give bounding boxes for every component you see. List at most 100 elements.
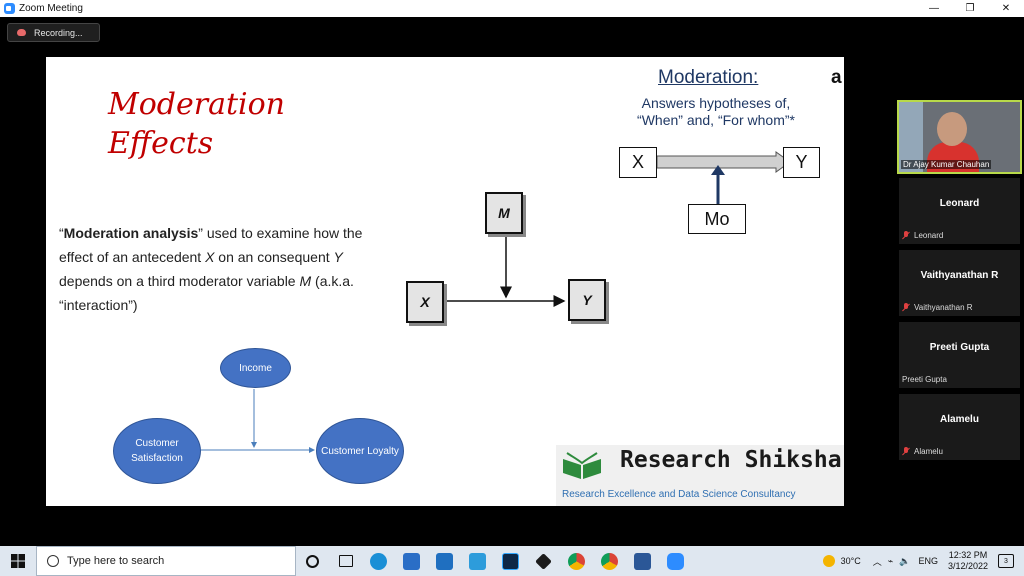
maximize-button[interactable]: ❐	[965, 3, 975, 14]
desc-y: Y	[333, 249, 343, 265]
clock-date: 3/12/2022	[947, 561, 988, 571]
chrome-profile-icon	[601, 552, 618, 570]
power-automate-button[interactable]	[461, 546, 494, 576]
desc-part1: ” used to examine how the effect of an a…	[59, 225, 363, 265]
participant-tile-leonard[interactable]: Leonard Leonard	[899, 178, 1020, 244]
dropbox-button[interactable]	[527, 546, 560, 576]
video-person-shirt	[927, 142, 979, 172]
window-title: Zoom Meeting	[19, 3, 83, 14]
cortana-icon	[306, 554, 319, 568]
task-view-icon	[338, 555, 353, 567]
weather-temp[interactable]: 30°C	[840, 556, 861, 566]
moderation-heading-trail: a	[831, 67, 842, 88]
chrome-button[interactable]	[560, 546, 593, 576]
participant-name: Vaithyanathan R	[914, 303, 973, 312]
notifications-icon[interactable]: 3	[998, 554, 1014, 568]
desc-part2: on an consequent	[214, 249, 334, 265]
participant-tile-preeti[interactable]: Preeti Gupta Preeti Gupta	[899, 322, 1020, 388]
mail-button[interactable]	[428, 546, 461, 576]
taskbar-clock[interactable]: 12:32 PM 3/12/2022	[948, 550, 988, 572]
participant-tile-alamelu[interactable]: Alamelu Alamelu	[899, 394, 1020, 460]
windows-taskbar: Type here to search 30°C ︿ ⌁ 🔈 ENG 12:32…	[0, 546, 1024, 576]
desc-part3: depends on a third moderator variable	[59, 273, 300, 289]
book-logo-icon	[563, 452, 601, 479]
moderation-subtitle-line2: “When” and, “For whom”*	[637, 112, 795, 128]
cloud-record-icon	[17, 29, 26, 36]
x-box: X	[406, 281, 444, 323]
photoshop-button[interactable]	[494, 546, 527, 576]
search-icon	[47, 555, 59, 567]
chrome-profile-button[interactable]	[593, 546, 626, 576]
right-y-box: Y	[783, 147, 820, 178]
slide-title-line1: Moderation	[108, 87, 285, 122]
desc-m: M	[299, 273, 312, 289]
system-tray: 30°C ︿ ⌁ 🔈 ENG 12:32 PM 3/12/2022 3	[822, 546, 1024, 576]
desc-bold: Moderation analysis	[63, 225, 199, 241]
income-oval: Income	[220, 348, 291, 388]
mo-arrow-head	[711, 165, 725, 175]
task-view-button[interactable]	[329, 546, 362, 576]
right-mo-box: Mo	[688, 204, 746, 234]
lightning-icon	[469, 552, 486, 570]
participant-display-name: Alamelu	[940, 414, 979, 425]
volume-icon[interactable]: 🔈	[899, 555, 911, 566]
word-button[interactable]	[626, 546, 659, 576]
store-button[interactable]	[395, 546, 428, 576]
desc-part4: (a.k.a. “interaction”)	[59, 273, 354, 313]
recording-label: Recording...	[34, 27, 83, 38]
right-x-box: X	[619, 147, 657, 178]
cortana-button[interactable]	[296, 546, 329, 576]
search-placeholder: Type here to search	[67, 555, 165, 567]
open-quote: “	[59, 225, 64, 241]
participant-video-tile[interactable]: Dr Ajay Kumar Chauhan	[897, 100, 1022, 174]
customer-loyalty-oval: Customer Loyalty	[316, 418, 404, 484]
slide-title-line2: Effects	[108, 126, 214, 161]
participant-name: Alamelu	[914, 447, 943, 456]
m-box: M	[485, 192, 523, 234]
network-icon[interactable]: ⌁	[887, 555, 894, 566]
participant-display-name: Vaithyanathan R	[920, 270, 999, 281]
participant-display-name: Preeti Gupta	[929, 342, 990, 353]
zoom-button[interactable]	[659, 546, 692, 576]
zoom-app-icon	[4, 3, 15, 14]
language-indicator[interactable]: ENG	[918, 556, 938, 566]
muted-mic-icon	[902, 231, 910, 240]
slide-title: Moderation Effects	[108, 85, 285, 163]
chevron-up-icon[interactable]: ︿	[872, 556, 882, 567]
word-icon	[634, 552, 651, 570]
slide-description: “Moderation analysis” used to examine ho…	[59, 221, 389, 317]
participant-display-name: Leonard	[939, 198, 980, 209]
minimize-button[interactable]: —	[929, 3, 939, 14]
logo-name: Research Shiksha	[620, 447, 842, 473]
store-icon	[403, 552, 420, 570]
moderation-subtitle: Answers hypotheses of, “When” and, “For …	[606, 95, 826, 129]
customer-satisfaction-oval: Customer Satisfaction	[113, 418, 201, 484]
edge-button[interactable]	[362, 546, 395, 576]
x-to-y-block-arrow	[656, 151, 791, 173]
taskbar-search[interactable]: Type here to search	[36, 546, 296, 576]
desc-x: X	[205, 249, 215, 265]
zoom-icon	[667, 552, 684, 570]
diagram-arrows	[200, 151, 791, 453]
video-participant-name: Dr Ajay Kumar Chauhan	[901, 160, 992, 169]
window-titlebar: Zoom Meeting — ❐ ✕	[0, 0, 1024, 17]
muted-mic-icon	[902, 303, 910, 312]
video-person-head	[937, 112, 967, 146]
research-shiksha-logo: Research Shiksha Research Excellence and…	[556, 445, 844, 506]
moderation-subtitle-line1: Answers hypotheses of,	[641, 95, 791, 111]
participant-name: Preeti Gupta	[902, 375, 947, 384]
windows-logo-icon	[11, 554, 25, 568]
chrome-icon	[568, 552, 585, 570]
y-box: Y	[568, 279, 606, 321]
muted-mic-icon	[902, 447, 910, 456]
logo-tagline: Research Excellence and Data Science Con…	[562, 489, 796, 500]
weather-sun-icon	[822, 555, 835, 567]
start-button[interactable]	[0, 546, 36, 576]
edge-icon	[370, 552, 387, 570]
mail-icon	[436, 552, 453, 570]
participant-name: Leonard	[914, 231, 944, 240]
recording-indicator[interactable]: Recording...	[7, 23, 100, 42]
participant-tile-vaithyanathan[interactable]: Vaithyanathan R Vaithyanathan R	[899, 250, 1020, 316]
close-button[interactable]: ✕	[1001, 3, 1011, 14]
shared-screen-slide: Moderation Effects “Moderation analysis”…	[46, 57, 844, 506]
